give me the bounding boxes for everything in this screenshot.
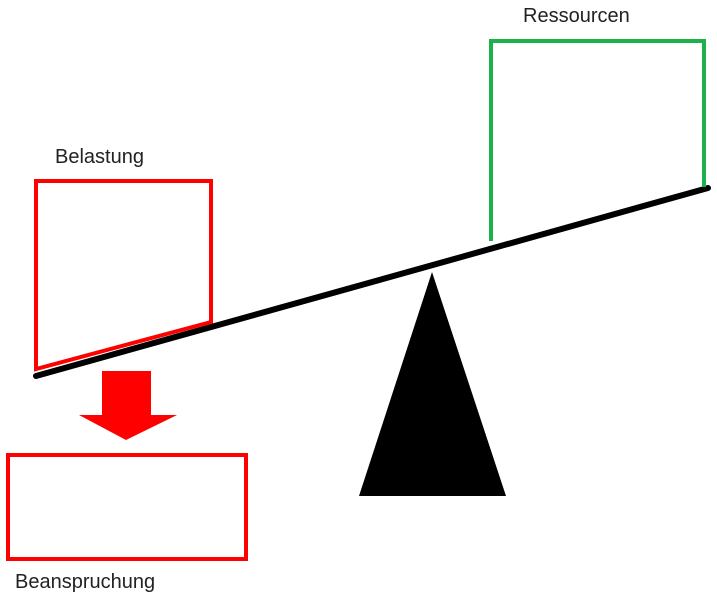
belastung-box bbox=[34, 179, 213, 372]
label-ressourcen: Ressourcen bbox=[523, 5, 630, 27]
beanspruchung-box bbox=[6, 453, 248, 561]
fulcrum-triangle bbox=[359, 272, 506, 496]
ressourcen-box bbox=[489, 39, 706, 241]
label-belastung: Belastung bbox=[55, 146, 144, 168]
seesaw-beam bbox=[33, 185, 711, 379]
down-arrow-icon bbox=[79, 371, 177, 440]
label-beanspruchung: Beanspruchung bbox=[15, 571, 155, 593]
